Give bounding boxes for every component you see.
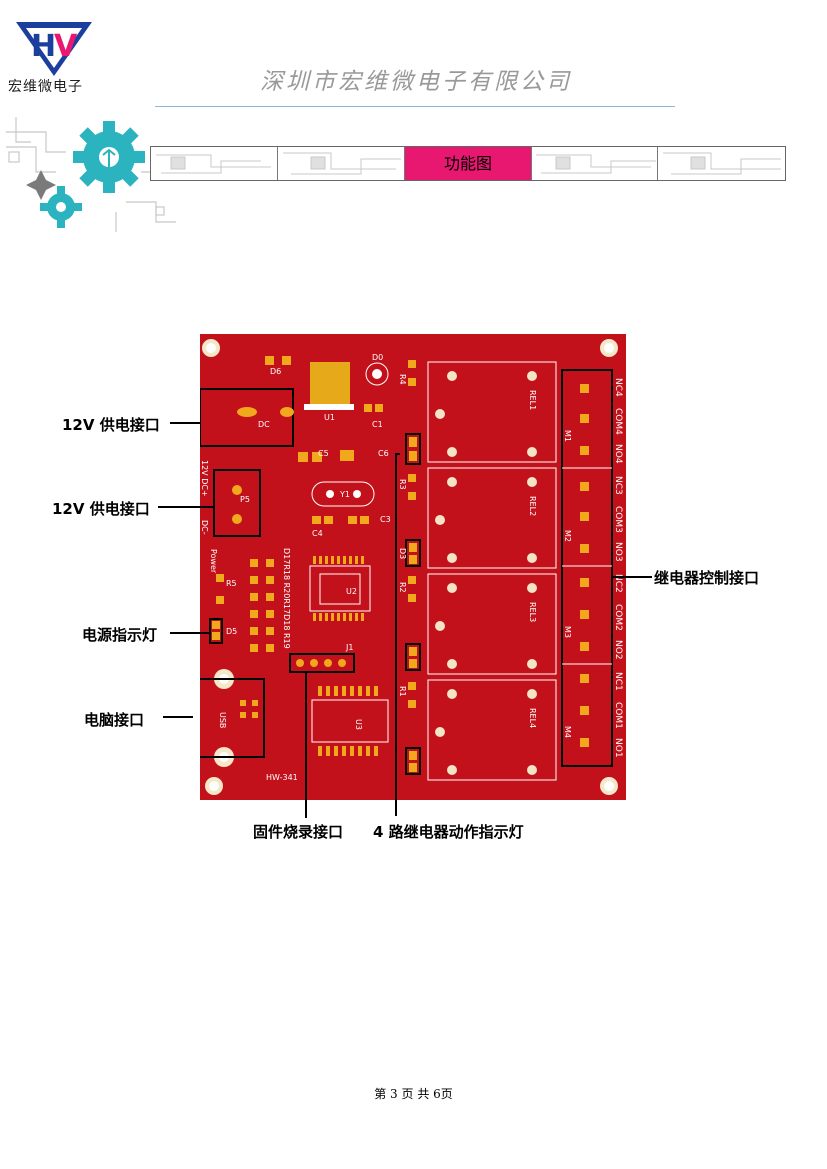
leader-line xyxy=(170,422,200,424)
label-r4: R4 xyxy=(398,374,407,385)
label-power: Power xyxy=(209,549,218,574)
gears-icon xyxy=(6,117,176,232)
callout-relay-leds: 4 路继电器动作指示灯 xyxy=(373,823,524,841)
label-dc-minus: DC- xyxy=(200,520,209,535)
terminal-label: COM4 xyxy=(613,408,623,435)
banner-cell xyxy=(531,147,658,180)
header-divider xyxy=(155,106,675,107)
label-r1: R1 xyxy=(398,686,407,697)
label-u3: U3 xyxy=(354,719,363,730)
label-p5: P5 xyxy=(240,495,250,504)
callout-power-port-2: 12V 供电接口 xyxy=(52,500,150,518)
terminal-label: NC1 xyxy=(613,672,623,691)
company-logo: H V xyxy=(16,22,92,76)
company-name: 深圳市宏维微电子有限公司 xyxy=(260,69,572,95)
circuit-pattern xyxy=(156,152,781,175)
callout-firmware-port: 固件烧录接口 xyxy=(253,823,344,841)
leader-line xyxy=(395,456,397,816)
section-banner: 功能图 xyxy=(150,146,786,181)
label-12v-dc: 12V DC+ xyxy=(200,460,209,497)
label-u2: U2 xyxy=(346,587,357,596)
callout-power-led: 电源指示灯 xyxy=(82,626,158,644)
terminal-label: NC3 xyxy=(613,476,623,495)
leader-line xyxy=(158,506,214,508)
relay-label: REL1 xyxy=(528,390,537,410)
pcb-drawing: .silk { fill:#ffffff; font-family:"DejaV… xyxy=(200,339,623,800)
relay-label: REL3 xyxy=(528,602,537,622)
banner-cell xyxy=(278,147,405,180)
label-r5: R5 xyxy=(226,579,237,588)
label-d6: D6 xyxy=(270,367,281,376)
label-c5: C5 xyxy=(318,449,329,458)
leader-line xyxy=(170,632,210,634)
leader-line xyxy=(612,576,652,578)
label-m2: M2 xyxy=(563,530,572,542)
callout-pc-port: 电脑接口 xyxy=(84,711,145,729)
label-c1: C1 xyxy=(372,420,383,429)
terminal-label: NO3 xyxy=(613,542,623,562)
label-r2: R2 xyxy=(398,582,407,593)
label-r3: R3 xyxy=(398,479,407,490)
label-d5: D5 xyxy=(226,627,237,636)
callout-power-port-1: 12V 供电接口 xyxy=(62,416,160,434)
terminal-label: NC2 xyxy=(613,574,623,593)
label-y1: Y1 xyxy=(339,490,350,499)
terminal-label: COM1 xyxy=(613,702,623,729)
relays: REL1 REL2 REL3 REL4 xyxy=(427,361,557,781)
label-m4: M4 xyxy=(563,726,572,738)
svg-text:V: V xyxy=(54,29,78,64)
label-usb: USB xyxy=(218,712,227,728)
label-u1: U1 xyxy=(324,413,335,422)
label-m3: M3 xyxy=(563,626,572,638)
svg-text:H: H xyxy=(31,29,56,64)
terminal-label: NO1 xyxy=(613,738,623,758)
leader-line xyxy=(305,672,307,818)
banner-cell xyxy=(151,147,278,180)
pcb-board: .silk { fill:#ffffff; font-family:"DejaV… xyxy=(200,334,626,800)
terminal-label: COM3 xyxy=(613,506,623,533)
label-m1: M1 xyxy=(563,430,572,442)
label-j1: J1 xyxy=(345,643,353,652)
label-c4: C4 xyxy=(312,529,323,538)
label-c3: C3 xyxy=(380,515,391,524)
terminal-label: NO2 xyxy=(613,640,623,660)
label-d3: D3 xyxy=(398,548,407,559)
label-c6: C6 xyxy=(378,449,389,458)
relay-label: REL2 xyxy=(528,496,537,516)
leader-line xyxy=(163,716,193,718)
label-dc: DC xyxy=(258,420,270,429)
logo-text: 宏维微电子 xyxy=(8,79,83,95)
terminal-label: NC4 xyxy=(613,378,623,397)
relay-label: REL4 xyxy=(528,708,537,728)
callout-relay-port: 继电器控制接口 xyxy=(654,569,760,587)
terminal-label: NO4 xyxy=(613,444,623,464)
banner-title: 功能图 xyxy=(405,147,531,180)
label-d0: D0 xyxy=(372,353,383,362)
label-resistor-row: D17R18 R20R17D18 R19 xyxy=(282,548,291,649)
terminal-label: COM2 xyxy=(613,604,623,631)
page-footer: 第 3 页 共 6页 xyxy=(374,1087,453,1101)
label-model: HW-341 xyxy=(266,773,298,782)
